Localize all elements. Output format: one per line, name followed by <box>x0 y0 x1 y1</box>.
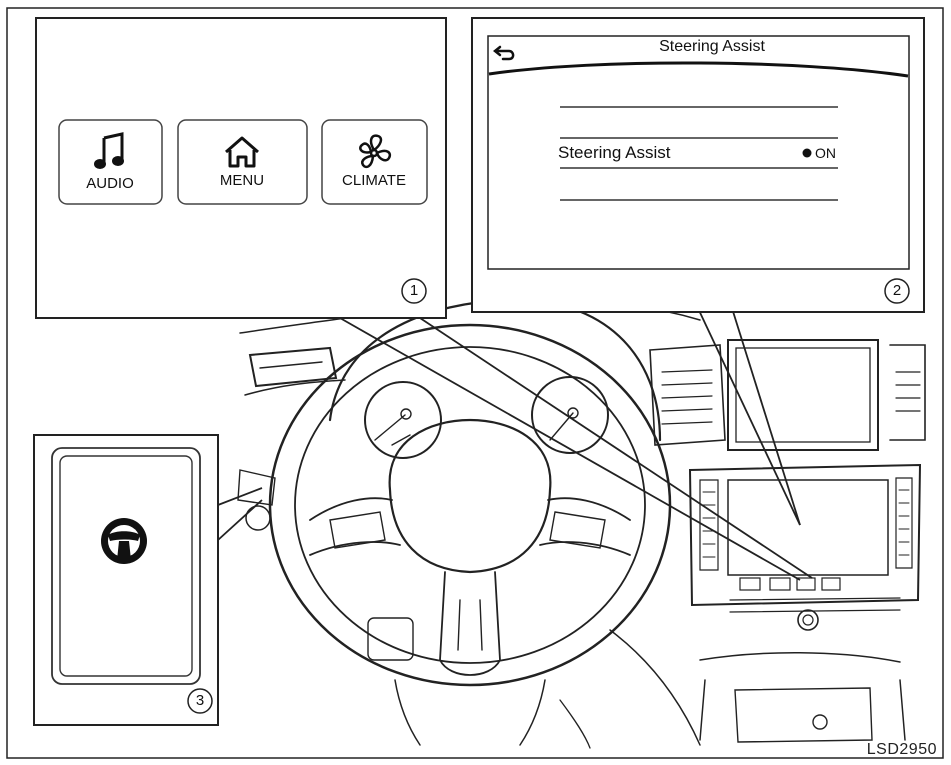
steering-wheel-icon <box>101 518 147 564</box>
callout-1-circle <box>401 278 427 304</box>
callout-3-circle <box>187 688 213 714</box>
panel-3 <box>33 434 219 726</box>
callout-1-number: 1 <box>409 282 419 299</box>
fan-icon <box>359 134 392 169</box>
figure-code: LSD2950 <box>866 741 937 758</box>
panel-2 <box>471 17 925 313</box>
dashboard-drawing <box>237 298 926 749</box>
callout-2-number: 2 <box>892 282 902 299</box>
climate-button[interactable] <box>321 119 428 205</box>
home-icon <box>225 136 259 168</box>
callout-3-number: 3 <box>195 692 205 709</box>
callout-2-circle <box>884 278 910 304</box>
screen-title: Steering Assist <box>659 38 765 55</box>
audio-button[interactable] <box>58 119 163 205</box>
on-indicator-icon <box>802 148 812 158</box>
outer-frame <box>6 7 944 759</box>
menu-button-label: MENU <box>219 172 265 189</box>
music-note-icon <box>94 132 124 169</box>
menu-button[interactable] <box>177 119 308 205</box>
back-arrow-icon[interactable] <box>492 45 515 61</box>
climate-button-label: CLIMATE <box>342 172 406 189</box>
panel-1 <box>35 17 447 319</box>
audio-button-label: AUDIO <box>86 175 134 192</box>
setting-value[interactable]: ON <box>815 145 836 161</box>
setting-label: Steering Assist <box>558 143 671 162</box>
